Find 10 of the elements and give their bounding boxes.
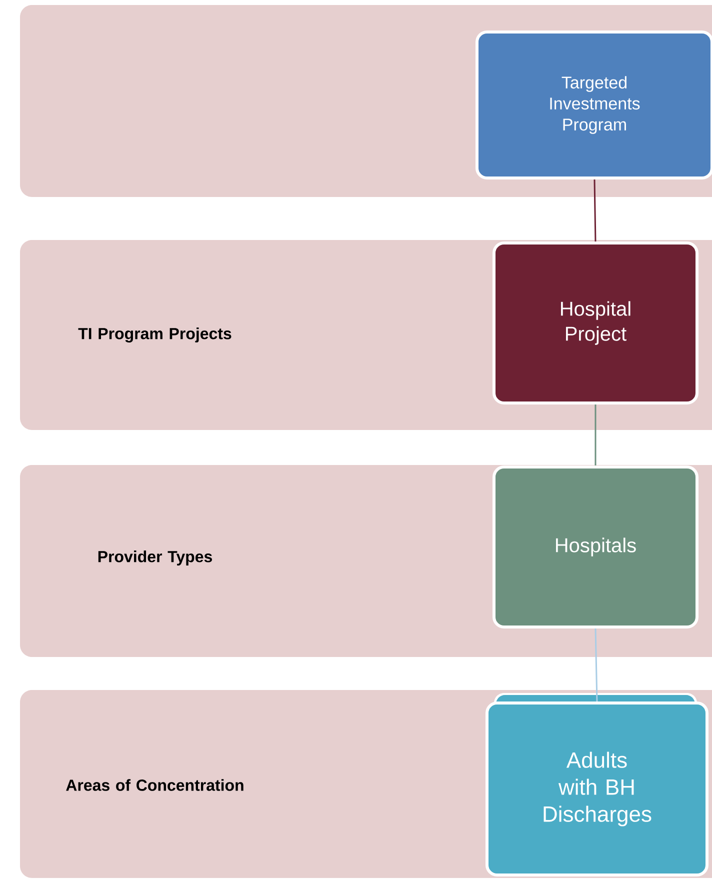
row-label: Areas of Concentration xyxy=(66,779,244,791)
process-box: Hospital Project xyxy=(492,242,698,404)
connector-line xyxy=(594,180,596,242)
connector-line xyxy=(594,628,598,702)
process-box: Hospitals xyxy=(492,466,698,628)
connector-line xyxy=(594,404,596,466)
process-box: Adults with BH Discharges xyxy=(486,693,708,876)
row-label: TI Program Projects xyxy=(78,328,232,342)
process-box: Targeted Investments Program xyxy=(476,30,712,180)
row-label: Provider Types xyxy=(98,550,212,566)
